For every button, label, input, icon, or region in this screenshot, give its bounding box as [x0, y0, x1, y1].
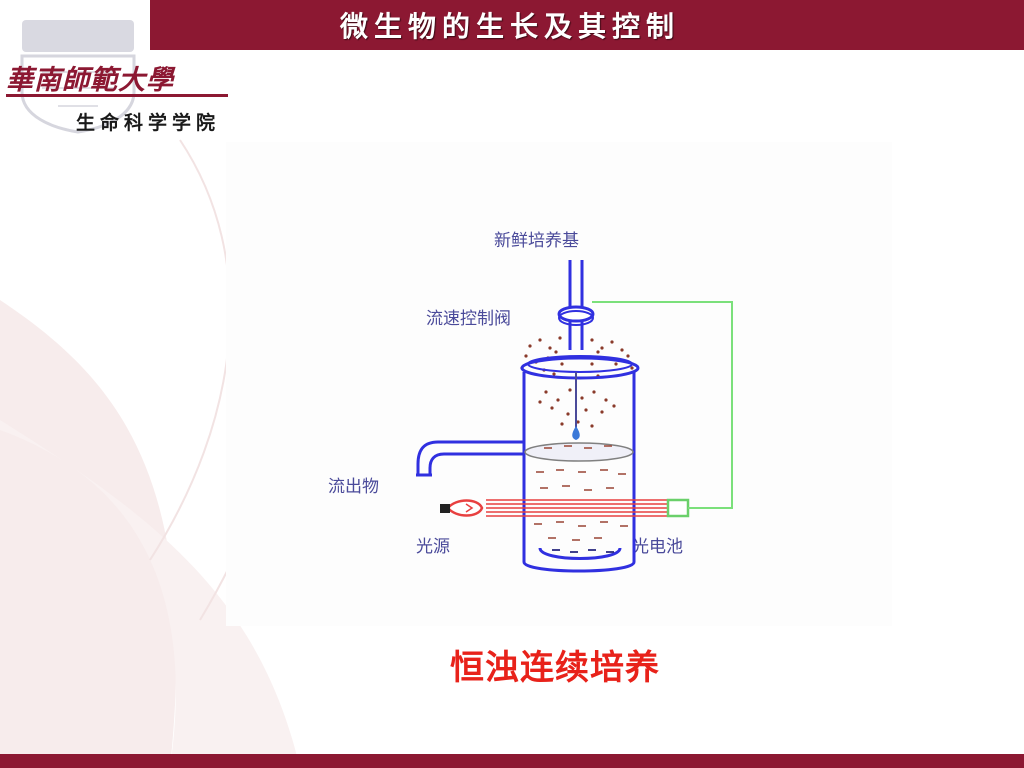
label-flow-valve: 流速控制阀: [426, 309, 511, 329]
college-name: 生命科学学院: [76, 112, 221, 134]
label-effluent: 流出物: [328, 477, 379, 497]
figure-caption: 恒浊连续培养: [450, 648, 660, 688]
vessel-lid: [520, 355, 640, 380]
flow-valve: [557, 305, 595, 326]
footer-bar: [0, 754, 1024, 768]
effluent-pipe: [416, 440, 524, 477]
feedback-wire: [592, 301, 733, 509]
university-name: 華南師範大學: [6, 65, 174, 96]
light-bulb-icon: [440, 499, 484, 517]
header-divider: [6, 94, 228, 97]
culture-vessel: [522, 372, 636, 573]
label-photocell: 光电池: [632, 537, 683, 557]
label-light-source: 光源: [416, 537, 450, 557]
university-crest-icon: [20, 20, 136, 134]
light-beam: [486, 499, 670, 517]
culture-liquid: [524, 442, 634, 541]
photocell-icon: [666, 498, 690, 518]
stirrer: [538, 547, 622, 560]
drip-tube: [572, 372, 580, 440]
turbidostat-diagram: 新鲜培养基 流速控制阀 流出物 光源 光电池: [226, 142, 892, 626]
medium-inlet-pipe: [568, 260, 584, 350]
diagram-canvas: 新鲜培养基 流速控制阀 流出物 光源 光电池: [328, 231, 733, 573]
label-fresh-medium: 新鲜培养基: [494, 231, 579, 251]
slide-title: 微生物的生长及其控制: [339, 10, 680, 43]
title-bar: [150, 0, 1024, 50]
